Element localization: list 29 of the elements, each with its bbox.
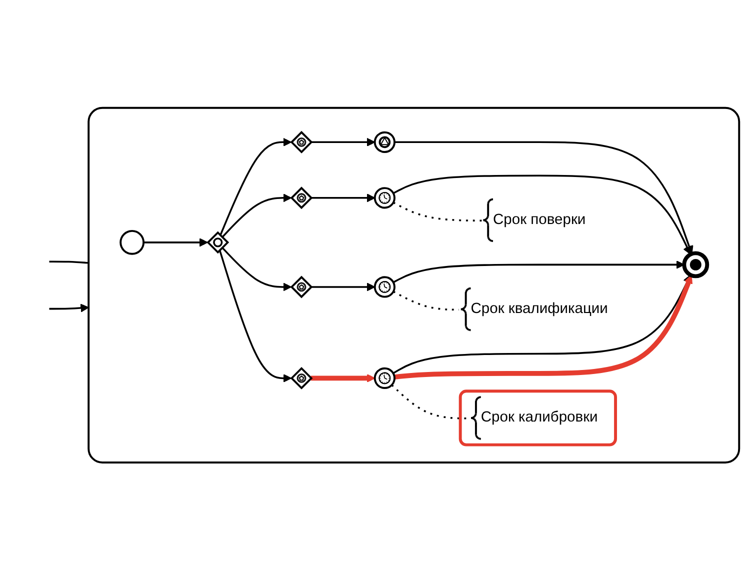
node-circle: [120, 230, 145, 255]
arrow: [144, 238, 208, 247]
node-circle: [374, 131, 396, 153]
node-circle: [682, 251, 710, 278]
arrow: [219, 138, 292, 236]
node-diamond: [290, 276, 313, 298]
node-circle: [374, 186, 396, 209]
arrow: [218, 250, 292, 382]
connector: [392, 202, 484, 222]
node-text: Срок поверки: [493, 210, 586, 228]
arrow: [310, 282, 376, 292]
node-text: Срок квалификации: [470, 300, 608, 317]
arrow: [392, 174, 692, 255]
connector: [392, 290, 459, 310]
node-diamond: [206, 231, 230, 254]
node-text: Срок калибровки: [480, 408, 598, 426]
node-circle: [374, 367, 396, 389]
arrow: [394, 141, 694, 254]
node-diamond: [290, 186, 313, 209]
arrow: [310, 193, 376, 202]
connector: [49, 260, 89, 264]
arrow: [49, 303, 89, 312]
node-circle: [374, 276, 396, 298]
arrow: [222, 246, 292, 292]
node-diamond: [290, 130, 313, 154]
arrow: [310, 138, 376, 146]
arrow: [222, 193, 292, 238]
arrow: [310, 374, 376, 382]
node-diamond: [290, 366, 313, 390]
